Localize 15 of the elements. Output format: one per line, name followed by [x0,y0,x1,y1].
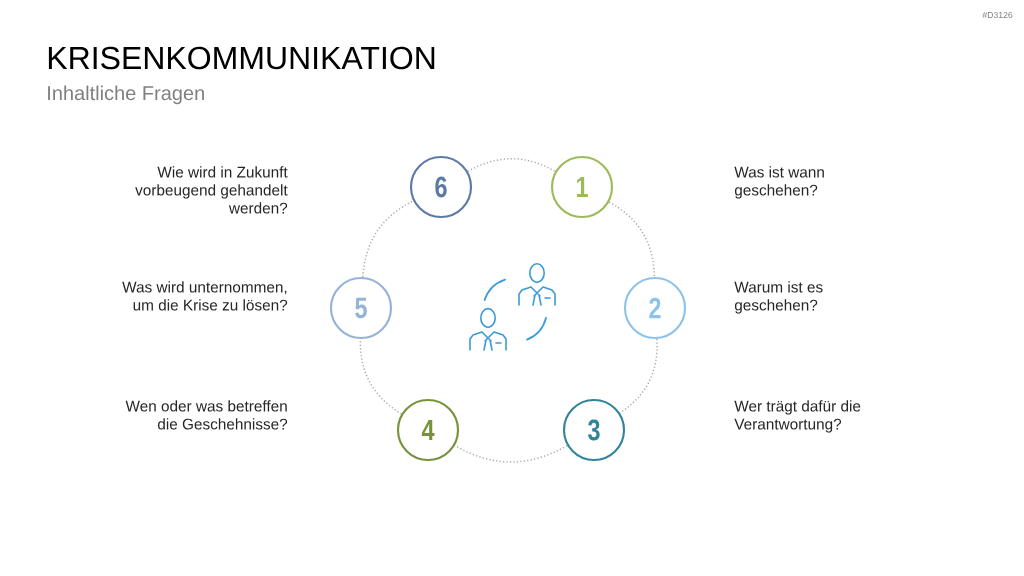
slide-code: #D3126 [982,11,1013,19]
question-text: Wie wird in Zukunft vorbeugend gehandelt werden? [135,166,288,214]
dotted-arc [619,338,658,414]
question-text: Wen oder was betreffen die Geschehnisse? [125,400,288,430]
dotted-arc [362,200,414,278]
question-text: Was ist wann geschehen? [734,166,824,199]
question-text: Was wird unternommen, um die Krise zu lösen? [122,281,288,311]
dotted-arc [359,338,403,415]
dotted-arc [608,201,656,278]
dotted-arc [454,444,568,463]
question-text: Wer trägt dafür die Verantwortung? [734,400,861,433]
question-text: Warum ist es geschehen? [734,281,823,314]
dotted-arc [467,158,556,173]
title: KRISENKOMMUNIKATION [48,46,435,70]
subtitle: Inhaltliche Fragen [48,85,204,105]
